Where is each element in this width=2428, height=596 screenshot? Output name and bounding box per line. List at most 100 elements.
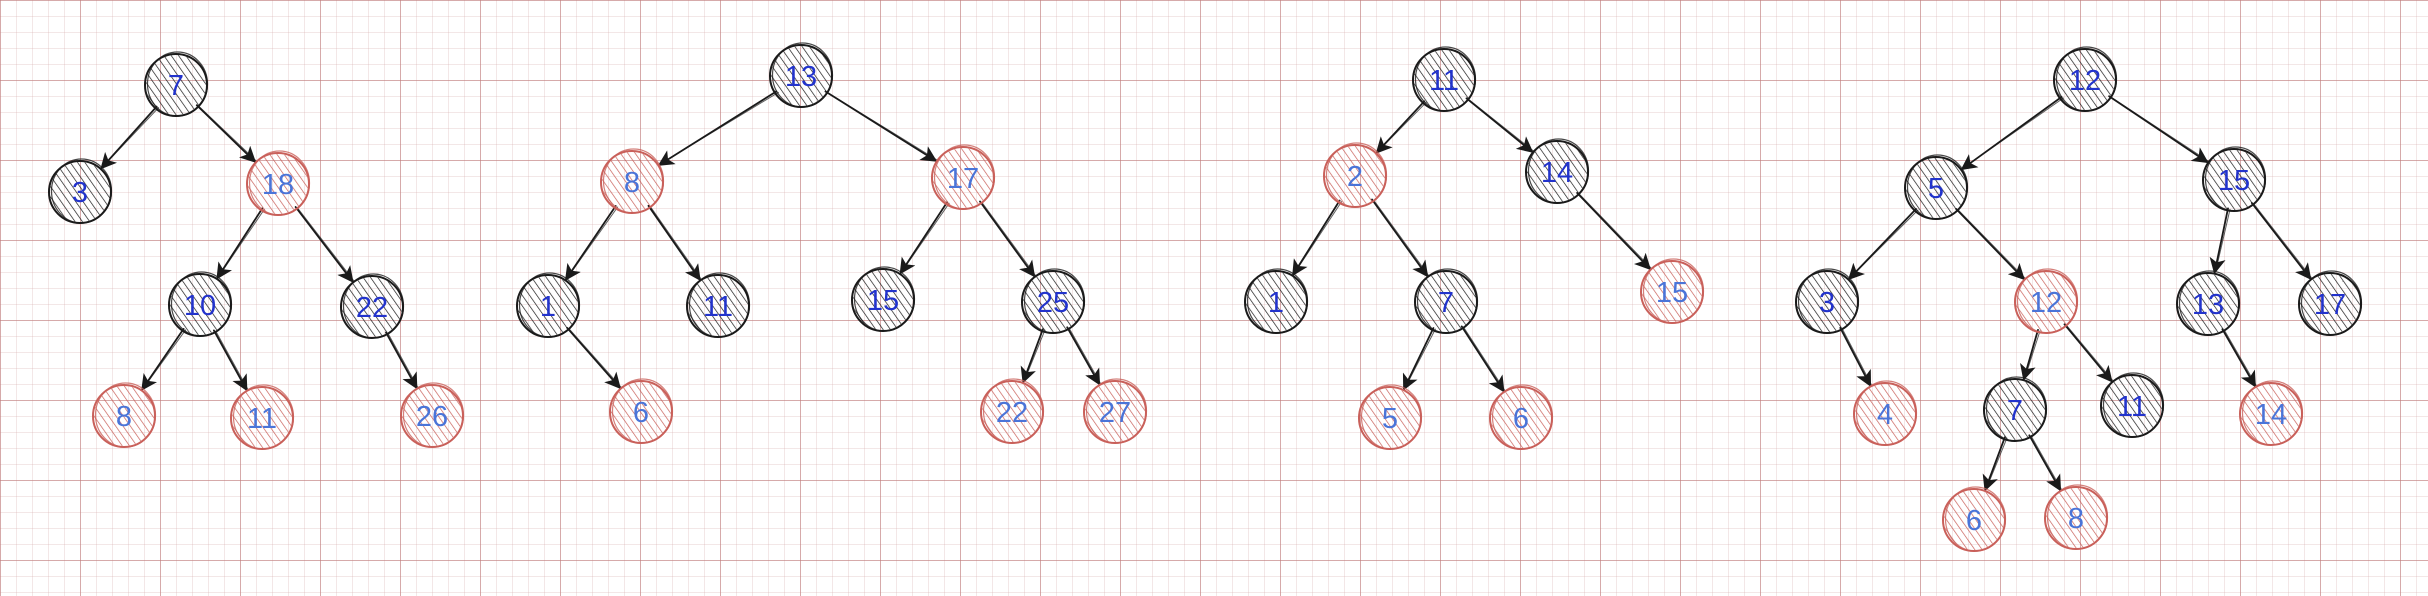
node-hatch-fill [248, 154, 308, 214]
tree-edge-sketch [101, 107, 160, 168]
black-node-14: 14 [1525, 138, 1590, 204]
node-label: 11 [2117, 391, 2147, 423]
node-label: 27 [1099, 397, 1131, 429]
black-node-1: 1 [1244, 268, 1309, 334]
node-outline-sketch [1797, 268, 1860, 334]
node-label: 2 [1347, 161, 1363, 193]
node-hatch-fill [602, 152, 662, 212]
node-hatch-fill [611, 382, 671, 442]
node-label: 8 [2068, 503, 2084, 535]
tree-edge-sketch [2030, 435, 2062, 490]
black-node-7: 7 [1983, 376, 2048, 442]
node-outline-sketch [2300, 270, 2363, 336]
node-outline-sketch [1325, 142, 1388, 208]
node-label: 17 [947, 163, 979, 195]
red-node-2: 2 [1323, 142, 1388, 208]
red-node-18: 18 [246, 150, 311, 216]
node-hatch-fill [50, 162, 110, 222]
node-hatch-fill [518, 276, 578, 336]
node-label: 13 [785, 61, 817, 93]
tree-edge-sketch [1578, 193, 1652, 269]
node-label: 14 [1541, 157, 1573, 189]
node-label: 11 [703, 291, 733, 323]
node-label: 1 [540, 291, 556, 323]
node-label: 15 [1656, 277, 1688, 309]
tree-edge-sketch [142, 329, 187, 390]
black-node-12: 12 [2053, 46, 2118, 112]
node-hatch-fill [2016, 272, 2076, 332]
red-node-8: 8 [600, 148, 665, 214]
red-node-17: 17 [931, 144, 996, 210]
node-outline-sketch [2204, 146, 2267, 212]
tree-edge [1066, 326, 1101, 386]
tree-edge-sketch [2024, 330, 2041, 379]
node-outline-sketch [170, 271, 233, 337]
node-label: 22 [356, 292, 388, 324]
tree-edge [1292, 199, 1341, 277]
node-outline-sketch [518, 272, 581, 338]
tree-edge [1371, 198, 1429, 278]
node-hatch-fill [2102, 376, 2162, 436]
tree-edge [141, 327, 185, 391]
tree-edge-sketch [1293, 201, 1343, 275]
tree-edge [1982, 436, 2006, 492]
tree-edge [1020, 328, 1044, 384]
node-outline-sketch [232, 384, 295, 450]
node-hatch-fill [1491, 388, 1551, 448]
tree-edge-sketch [297, 207, 355, 282]
black-node-15: 15 [851, 266, 916, 332]
black-node-13: 13 [769, 42, 834, 108]
black-node-1: 1 [516, 272, 581, 338]
node-label: 3 [1819, 287, 1835, 319]
tree-edge-sketch [568, 328, 622, 388]
node-hatch-fill [1085, 382, 1145, 442]
red-node-11: 11 [230, 384, 295, 450]
node-label: 12 [2069, 65, 2101, 97]
tree-edge [2250, 201, 2312, 280]
tree-edge-sketch [2215, 208, 2231, 273]
node-hatch-fill [2178, 274, 2238, 334]
node-hatch-fill [1906, 158, 1966, 218]
tree-edge [1576, 191, 1652, 271]
node-outline-sketch [248, 150, 311, 216]
node-hatch-fill [933, 148, 993, 208]
node-outline-sketch [771, 42, 834, 108]
tree-edge-sketch [2223, 329, 2257, 386]
node-label: 6 [1966, 505, 1982, 537]
node-label: 17 [2314, 289, 2346, 321]
node-label: 25 [1037, 287, 1069, 319]
tree-edge-sketch [2253, 203, 2312, 279]
red-node-4: 4 [1853, 380, 1918, 446]
tree-edge [1402, 327, 1435, 391]
node-outline-sketch [933, 144, 996, 210]
node-outline-sketch [1944, 486, 2007, 552]
node-hatch-fill [1414, 50, 1474, 110]
tree-edge-sketch [217, 208, 265, 278]
tree-edge [979, 200, 1036, 278]
node-label: 15 [2218, 165, 2250, 197]
black-node-7: 7 [1414, 268, 1479, 334]
red-node-6: 6 [1489, 384, 1554, 450]
tree-edge [899, 201, 948, 275]
tree-edge [1465, 97, 1534, 153]
tree-edge [564, 205, 617, 281]
node-outline-sketch [1246, 268, 1309, 334]
node-hatch-fill [1246, 272, 1306, 332]
tree-edge-sketch [1404, 328, 1436, 389]
node-hatch-fill [342, 277, 402, 337]
node-outline-sketch [1360, 384, 1423, 450]
node-outline-sketch [1527, 138, 1590, 204]
node-outline-sketch [50, 158, 113, 224]
node-label: 15 [867, 285, 899, 317]
tree-edge [216, 207, 264, 280]
node-hatch-fill [853, 270, 913, 330]
tree-edge-sketch [2066, 324, 2114, 381]
node-hatch-fill [1944, 490, 2004, 550]
node-hatch-fill [2300, 274, 2360, 334]
node-hatch-fill [688, 276, 748, 336]
tree-edge [2028, 434, 2062, 492]
tree-edge [1839, 326, 1872, 388]
node-outline-sketch [2241, 380, 2304, 446]
